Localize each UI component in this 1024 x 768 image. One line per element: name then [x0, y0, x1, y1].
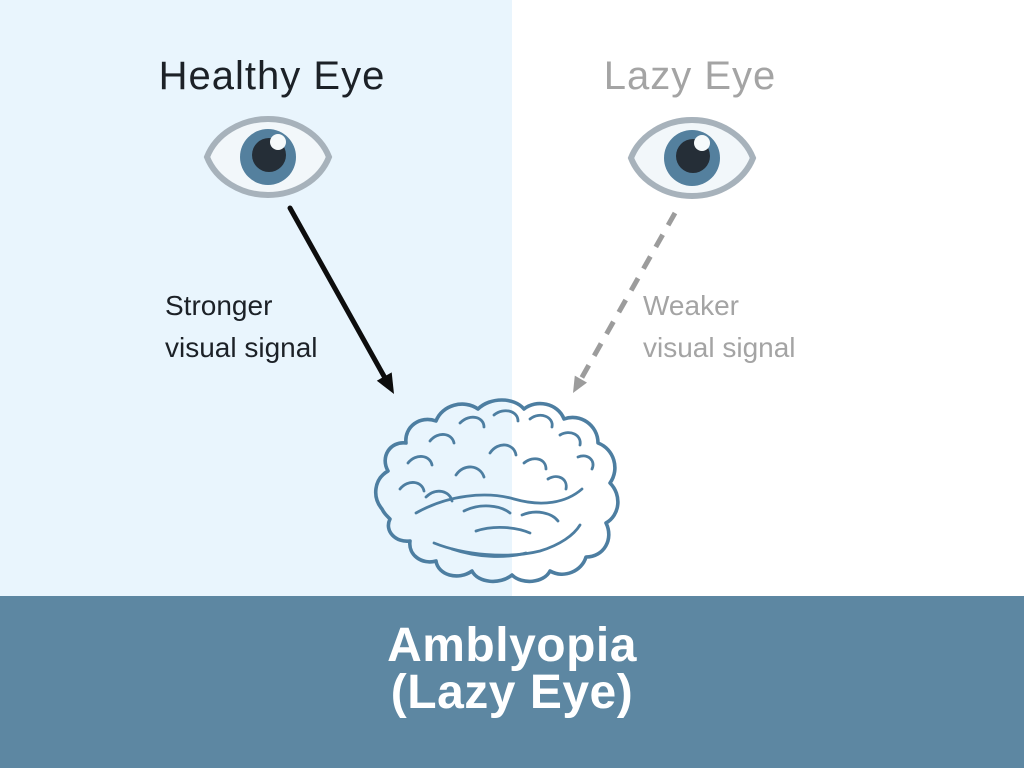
- strong-signal-arrow-icon: [287, 205, 394, 394]
- banner: Amblyopia (Lazy Eye): [0, 596, 1024, 768]
- weaker-signal-line1: Weaker: [643, 290, 739, 321]
- lazy-eye-icon: [627, 116, 757, 200]
- banner-title-line2: (Lazy Eye): [390, 666, 634, 719]
- stronger-signal-line2: visual signal: [165, 332, 318, 363]
- banner-title: Amblyopia (Lazy Eye): [0, 619, 1024, 719]
- pupil-highlight: [270, 134, 286, 150]
- stronger-signal-label: Stronger visual signal: [165, 285, 318, 369]
- healthy-eye-icon: [203, 115, 333, 199]
- healthy-eye-title: Healthy Eye: [158, 54, 386, 98]
- brain-icon: [374, 398, 620, 584]
- weaker-signal-line2: visual signal: [643, 332, 796, 363]
- pupil-highlight: [694, 135, 710, 151]
- banner-title-line1: Amblyopia: [387, 619, 637, 672]
- weak-signal-arrow-icon: [573, 211, 678, 393]
- weaker-signal-label: Weaker visual signal: [643, 285, 796, 369]
- lazy-eye-title: Lazy Eye: [603, 54, 777, 98]
- stronger-signal-line1: Stronger: [165, 290, 273, 321]
- lazy-eye-panel: [512, 0, 1024, 596]
